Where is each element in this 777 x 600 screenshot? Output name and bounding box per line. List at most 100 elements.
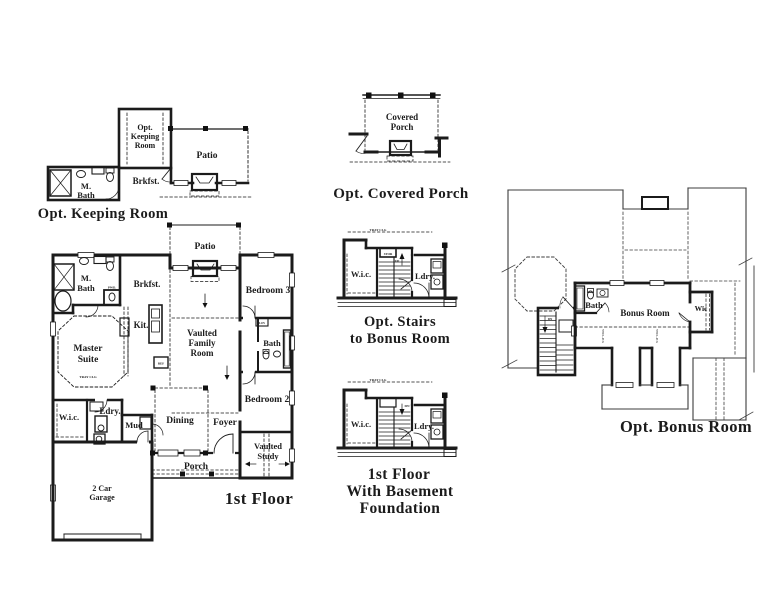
room-label: Bedroom 2 xyxy=(245,395,290,405)
room-label: Vaulted xyxy=(187,328,217,338)
room-label: Brkfst. xyxy=(133,176,160,186)
plan-geometry xyxy=(151,423,164,436)
plan-geometry xyxy=(562,296,574,309)
plan-geometry xyxy=(93,433,106,445)
room-label: Garage xyxy=(89,493,115,502)
plan-geometry xyxy=(443,299,457,307)
plan-geometry xyxy=(559,296,564,309)
room-label: Kit. xyxy=(134,320,149,330)
room-label: Mud xyxy=(125,420,143,430)
plan-geometry xyxy=(137,439,149,445)
post-marker xyxy=(430,92,436,98)
room-label: Bonus Room xyxy=(620,308,670,318)
plan-geometry xyxy=(587,290,594,300)
plan-geometry xyxy=(430,274,444,290)
post-marker xyxy=(168,126,173,131)
plan-geometry xyxy=(501,264,516,273)
room-label: Room xyxy=(135,141,156,150)
plan-title: to Bonus Room xyxy=(350,331,450,347)
plan-geometry xyxy=(49,169,72,197)
plan-geometry xyxy=(576,287,584,310)
plan-geometry xyxy=(273,350,281,358)
plan-geometry xyxy=(388,139,413,157)
room-label: Vaulted xyxy=(254,441,282,451)
plan-geometry xyxy=(191,259,219,278)
plan-geometry xyxy=(195,176,214,184)
plan-geometry xyxy=(46,165,121,202)
plan-geometry xyxy=(574,285,586,312)
room-label: 2 Car xyxy=(92,484,112,493)
room-label: Bath xyxy=(263,338,281,348)
plan-geometry xyxy=(243,369,255,375)
plan-geometry xyxy=(559,305,573,311)
plan-geometry xyxy=(151,320,160,333)
plan-geometry xyxy=(172,265,189,271)
plan-geometry xyxy=(641,196,669,210)
room-label: Opt. xyxy=(137,123,152,132)
room-label: Family xyxy=(189,338,216,348)
plan-geometry xyxy=(649,280,665,286)
plan-geometry xyxy=(196,263,215,271)
room-label: Bath xyxy=(77,283,95,293)
plan-geometry xyxy=(220,265,237,271)
plan-geometry xyxy=(501,359,518,369)
plan-title: 1st Floor xyxy=(225,489,293,508)
plan-geometry xyxy=(433,278,441,286)
plan-geometry xyxy=(393,143,408,150)
plan-geometry xyxy=(148,304,163,344)
plan-geometry xyxy=(91,166,105,175)
room-label: REF xyxy=(158,362,164,366)
plan-geometry xyxy=(119,317,130,337)
plan-geometry xyxy=(255,317,269,327)
plan-geometry xyxy=(282,329,292,369)
plan-geometry xyxy=(190,276,220,282)
room-label: M. xyxy=(81,181,91,191)
plan-geometry xyxy=(173,180,189,186)
plan-geometry xyxy=(221,180,237,186)
plan-geometry xyxy=(105,256,115,263)
plan-geometry xyxy=(430,408,444,424)
plan-geometry xyxy=(443,449,457,457)
plan-geometry xyxy=(678,312,691,323)
room-label: Ldry. xyxy=(99,406,120,416)
plan-geometry xyxy=(213,449,235,457)
plan-geometry xyxy=(738,411,754,421)
plan-geometry xyxy=(139,416,152,430)
room-label: Patio xyxy=(194,242,215,252)
room-label: DN xyxy=(404,404,410,408)
room-label: 5'-0" CLG xyxy=(655,328,659,342)
plan-geometry xyxy=(587,288,594,293)
post-marker xyxy=(442,392,448,398)
plan-geometry xyxy=(289,335,295,351)
plan-geometry xyxy=(94,415,108,433)
room-label: Study xyxy=(257,451,279,461)
room-label: Foyer xyxy=(213,418,238,428)
plan-geometry xyxy=(656,382,675,388)
plan-geometry xyxy=(243,315,255,321)
post-marker xyxy=(398,92,404,98)
room-label: Room xyxy=(191,348,214,358)
plan-geometry xyxy=(379,247,397,258)
room-label: Bath xyxy=(77,190,95,200)
room-label: Patio xyxy=(196,151,217,161)
plan-geometry xyxy=(97,424,105,432)
plan-geometry xyxy=(413,282,430,299)
post-marker xyxy=(203,450,208,456)
plan-geometry xyxy=(117,107,173,170)
room-label: Bath xyxy=(585,300,603,310)
plan-geometry xyxy=(678,312,691,323)
plan-geometry xyxy=(49,169,72,197)
plan-title: Foundation xyxy=(360,500,441,517)
plan-geometry xyxy=(432,411,442,419)
plan-geometry xyxy=(95,435,103,443)
plan-geometry xyxy=(289,272,295,288)
plan-geometry xyxy=(213,433,234,454)
plan-geometry xyxy=(289,448,295,463)
room-label: Ldry. xyxy=(415,271,435,281)
plan-geometry xyxy=(430,424,444,440)
room-label: LIN xyxy=(259,321,265,325)
